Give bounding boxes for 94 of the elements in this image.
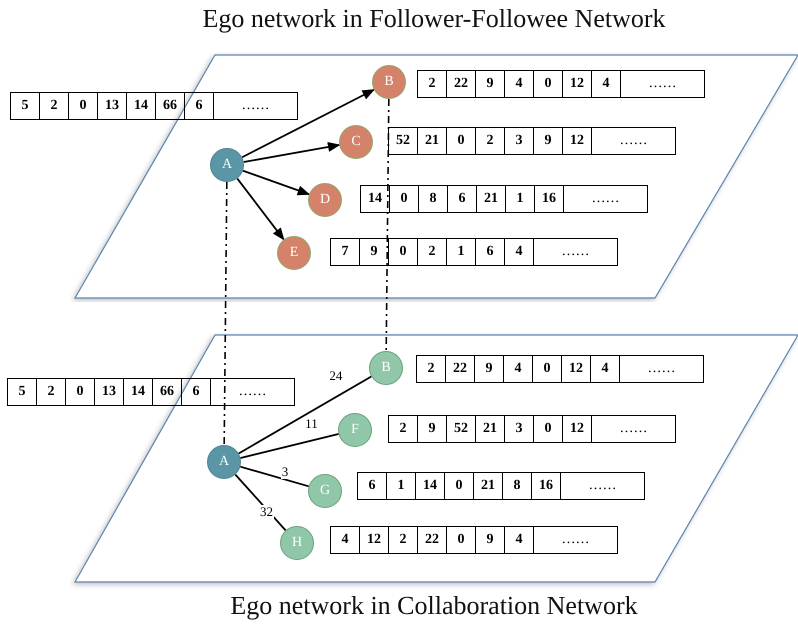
vector-value: 0 — [445, 473, 474, 499]
vector-value: 9 — [360, 239, 389, 265]
vector-value: 0 — [66, 379, 95, 405]
vector-value: 2 — [476, 128, 505, 154]
vector-value: 8 — [503, 473, 532, 499]
vector-value: 0 — [390, 186, 419, 212]
vector-value: 6 — [476, 239, 505, 265]
vector-value: 6 — [182, 379, 211, 405]
arrow — [242, 170, 310, 196]
vector-value: 4 — [505, 239, 534, 265]
vector-value: 2 — [417, 356, 446, 382]
plane-title: Ego network in Collaboration Network — [229, 591, 639, 621]
vector-value: 1 — [447, 239, 476, 265]
dash-dot-line — [385, 99, 390, 351]
vector-value: 0 — [447, 128, 476, 154]
edge-line — [240, 433, 339, 459]
edge-line — [240, 466, 309, 488]
vector-value: …… — [238, 383, 268, 401]
vector-value: 0 — [69, 93, 98, 119]
vector-value: 14 — [361, 186, 390, 212]
vector-value: 9 — [534, 128, 563, 154]
edge-line — [238, 376, 372, 454]
vector-value: …… — [560, 243, 590, 261]
vector-value: 4 — [331, 527, 360, 553]
vector-value: 9 — [476, 71, 505, 97]
vector-value: 4 — [505, 527, 534, 553]
vector-value: …… — [618, 420, 648, 438]
vector-value: 12 — [563, 416, 592, 442]
vector-value: 5 — [11, 93, 40, 119]
vector-value: …… — [240, 97, 270, 115]
vector-value: …… — [590, 190, 620, 208]
vector-value: 16 — [532, 473, 561, 499]
vector-value: 22 — [418, 527, 447, 553]
vector-value: 2 — [37, 379, 66, 405]
vector-value: 7 — [331, 239, 360, 265]
vector-value: …… — [618, 132, 648, 150]
vector-value: 2 — [389, 527, 418, 553]
vector-value: 0 — [447, 527, 476, 553]
arrow — [236, 178, 284, 240]
vector-value: 3 — [505, 128, 534, 154]
plane-title: Ego network in Follower-Followee Network — [201, 4, 667, 34]
arrow — [242, 88, 375, 158]
vector-value: 4 — [592, 71, 621, 97]
vector-value: 22 — [446, 356, 475, 382]
vector-value: 21 — [474, 473, 503, 499]
vector-value: 9 — [475, 356, 504, 382]
vector-value: 12 — [563, 128, 592, 154]
vector-value: 2 — [418, 71, 447, 97]
vector-value: 66 — [156, 93, 185, 119]
vector-value: 52 — [389, 128, 418, 154]
vector-value: 21 — [476, 416, 505, 442]
vector-value: 52 — [447, 416, 476, 442]
vector-value: …… — [648, 75, 678, 93]
vector-value: …… — [646, 360, 676, 378]
vector-value: 0 — [534, 416, 563, 442]
vector-value: 14 — [124, 379, 153, 405]
vector-value: 21 — [477, 186, 506, 212]
vector-value: 22 — [447, 71, 476, 97]
vector-value: 4 — [591, 356, 620, 382]
vector-value: 6 — [448, 186, 477, 212]
vector-value: 12 — [562, 356, 591, 382]
vector-value: 21 — [418, 128, 447, 154]
vector-value: 0 — [533, 356, 562, 382]
vector-value: 6 — [185, 93, 214, 119]
vector-value: 2 — [40, 93, 69, 119]
vector-value: …… — [560, 531, 590, 549]
edge-line — [234, 474, 286, 531]
vector-value: 9 — [476, 527, 505, 553]
edge-label: 24 — [328, 368, 344, 383]
vector-value: 5 — [8, 379, 37, 405]
vector-value: 3 — [505, 416, 534, 442]
vector-value: 13 — [95, 379, 124, 405]
vector-value: 0 — [389, 239, 418, 265]
vector-value: 14 — [416, 473, 445, 499]
vector-value: 4 — [505, 71, 534, 97]
vector-value: 9 — [418, 416, 447, 442]
vector-value: 12 — [563, 71, 592, 97]
vector-value: 2 — [418, 239, 447, 265]
vector-value: 0 — [534, 71, 563, 97]
vector-value: 6 — [358, 473, 387, 499]
vector-value: 2 — [389, 416, 418, 442]
vector-value: 12 — [360, 527, 389, 553]
vector-value: 66 — [153, 379, 182, 405]
dash-dot-line — [223, 182, 228, 445]
vector-value: 8 — [419, 186, 448, 212]
vector-value: 1 — [506, 186, 535, 212]
vector-value: 13 — [98, 93, 127, 119]
arrow — [244, 142, 340, 163]
vector-value: 16 — [535, 186, 564, 212]
vector-value: 14 — [127, 93, 156, 119]
edge-label: 32 — [258, 505, 274, 520]
vector-value: 4 — [504, 356, 533, 382]
vector-value: …… — [588, 477, 618, 495]
vector-value: 1 — [387, 473, 416, 499]
